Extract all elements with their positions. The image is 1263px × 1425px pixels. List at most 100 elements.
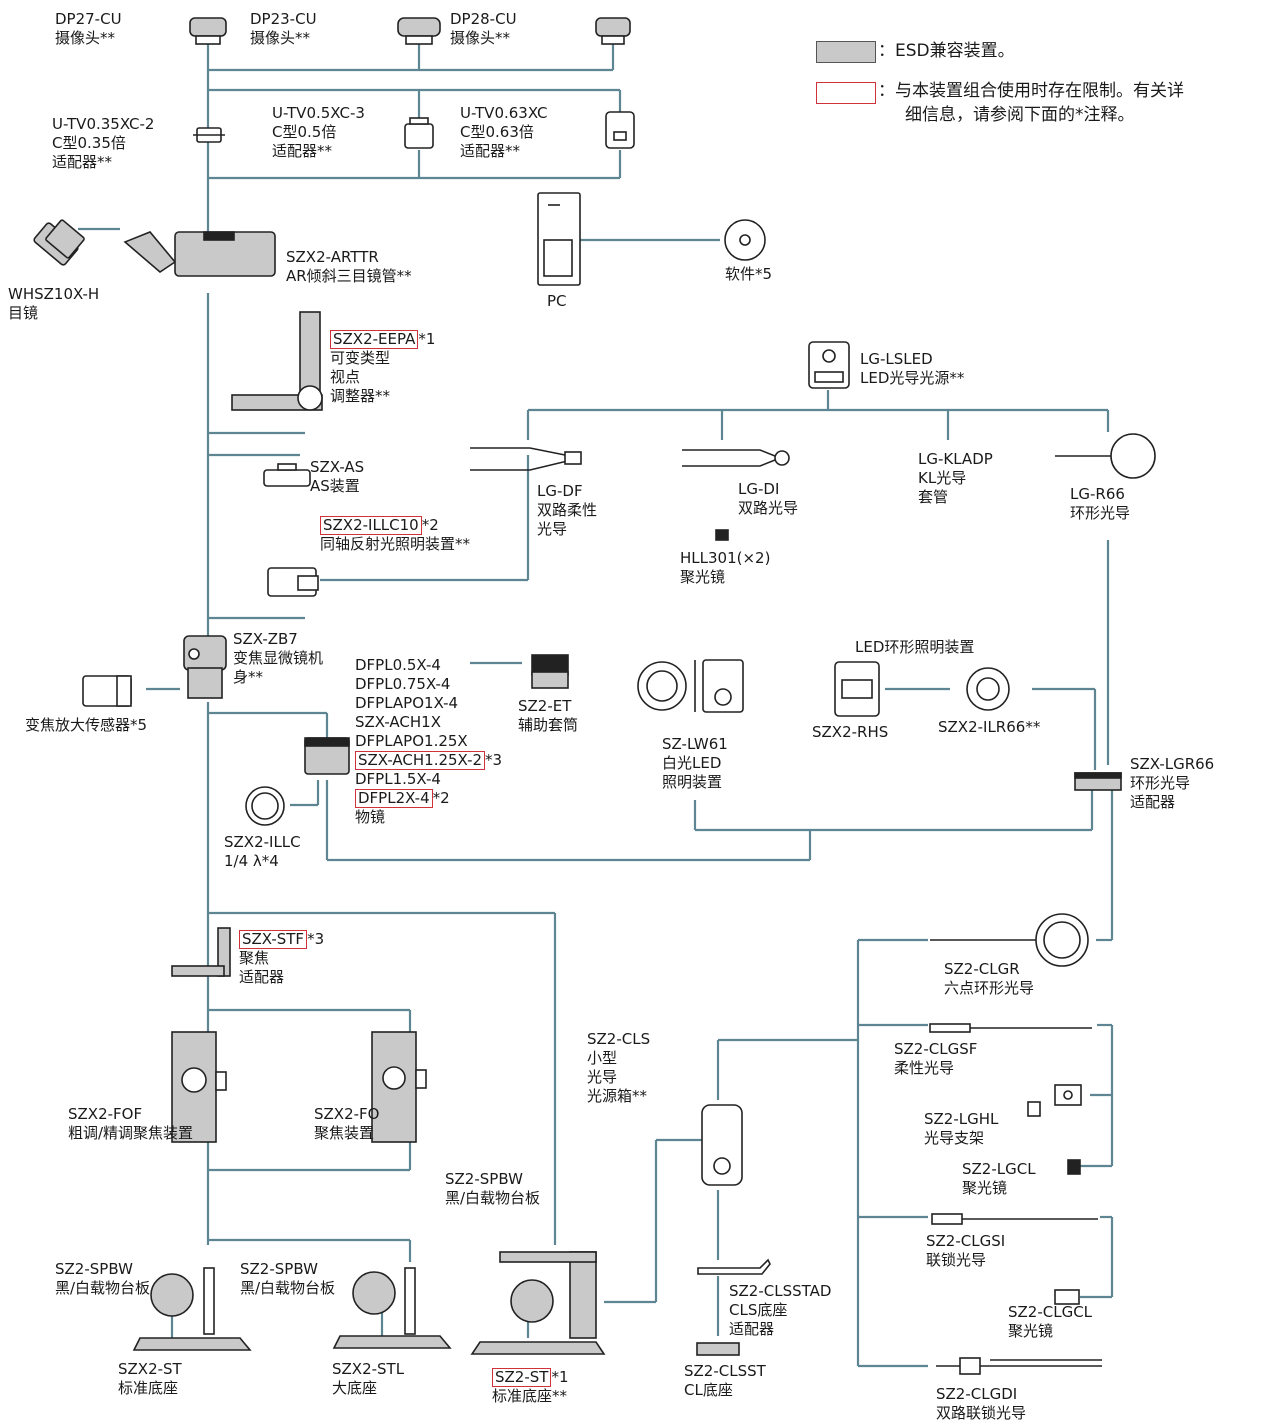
- clgdi-code: SZ2-CLGDI: [936, 1385, 1018, 1403]
- coaxial-illuminator-icon: [267, 567, 319, 597]
- camera-dp23-code: DP23-CU: [250, 10, 317, 28]
- lgcl-desc: 聚光镜: [962, 1179, 1008, 1197]
- stand-st-icon: [132, 1267, 252, 1351]
- objective-item-3: DFPLAPO1X-4: [355, 694, 459, 712]
- led-ring-title: LED环形照明装置: [855, 638, 975, 656]
- st-left-desc: 标准底座: [118, 1379, 179, 1397]
- eepa-line-3: 调整器**: [330, 387, 391, 405]
- cls-desc-1: 小型: [587, 1049, 618, 1067]
- adapter-063-icon: [605, 111, 635, 149]
- cls-code: SZ2-CLS: [587, 1030, 651, 1048]
- lw61-desc-1: 白光LED: [662, 754, 722, 772]
- eyepiece-code: WHSZ10X-H: [8, 285, 100, 303]
- stf-adapter-icon: [171, 927, 231, 977]
- stand-stl-icon: [332, 1267, 452, 1349]
- clgdi-guide-icon: [936, 1357, 1102, 1375]
- lgdf-code: LG-DF: [537, 482, 583, 500]
- lgdi-desc: 双路光导: [738, 499, 799, 517]
- objective-item-2: DFPL0.75X-4: [355, 675, 451, 693]
- illc10-note: *2: [421, 516, 439, 534]
- lgdf-desc-2: 光导: [537, 520, 568, 538]
- objective-caption: 物镜: [355, 808, 386, 826]
- et-desc: 辅助套筒: [518, 716, 579, 734]
- hll-label: HLL301(×2)聚光镜: [680, 549, 770, 587]
- kladp-desc-2: 套管: [918, 488, 949, 506]
- stl-desc: 大底座: [332, 1379, 378, 1397]
- illc-lambda-code: SZX2-ILLC: [224, 833, 301, 851]
- st-left-code: SZX2-ST: [118, 1360, 182, 1378]
- clsstad-desc-1: CLS底座: [729, 1301, 788, 1319]
- stf-line-1: 聚焦: [239, 949, 270, 967]
- illc-lambda-desc: 1/4 λ*4: [224, 852, 279, 870]
- adapter-05-icon: [404, 117, 434, 149]
- legend-limit-text-1: ：与本装置组合使用时存在限制。有关详: [878, 81, 1184, 101]
- stf-line-2: 适配器: [239, 968, 285, 986]
- pc-label: PC: [547, 292, 567, 310]
- software-disc-icon: [724, 219, 766, 261]
- spbw-left-desc: 黑/白载物台板: [55, 1279, 151, 1297]
- objective-list: DFPL0.5X-4 DFPL0.75X-4 DFPLAPO1X-4 SZX-A…: [355, 656, 502, 827]
- lsled-desc: LED光导光源**: [860, 369, 965, 387]
- spbw-left-code: SZ2-SPBW: [55, 1260, 133, 1278]
- clgsf-desc: 柔性光导: [894, 1059, 955, 1077]
- clgr-ring-icon: [930, 913, 1089, 967]
- st-main-code: SZ2-ST: [492, 1368, 552, 1387]
- tube-code: SZX2-ARTTR: [286, 248, 379, 266]
- et-code: SZ2-ET: [518, 697, 572, 715]
- lgdf-guide-icon: [470, 447, 582, 471]
- camera-dp23-icon: [189, 17, 227, 45]
- zoom-sensor-icon: [82, 675, 132, 707]
- clgsi-guide-icon: [931, 1213, 1098, 1225]
- r66-code: LG-R66: [1070, 485, 1125, 503]
- ilr66-ring-icon: [966, 667, 1010, 711]
- lgdi-guide-icon: [682, 449, 790, 467]
- camera-dp28-desc: 摄像头**: [450, 29, 511, 47]
- stf-note: *3: [307, 930, 325, 948]
- clgsf-code: SZ2-CLGSF: [894, 1040, 978, 1058]
- zoom-body-code: SZX-ZB7: [233, 630, 298, 648]
- lgcl-condenser-icon: [1067, 1159, 1081, 1175]
- lw61-code: SZ-LW61: [662, 735, 728, 753]
- adapter-035-desc: 适配器**: [52, 153, 113, 171]
- clsst-code: SZ2-CLSST: [684, 1362, 766, 1380]
- cls-desc-3: 光源箱**: [587, 1087, 648, 1105]
- adapter-05-type: C型0.5倍: [272, 123, 337, 141]
- kladp-code: LG-KLADP: [918, 450, 993, 468]
- eyepiece-desc: 目镜: [8, 304, 39, 322]
- clgsi-desc: 联锁光导: [926, 1251, 987, 1269]
- lgr66-desc-2: 适配器: [1130, 793, 1176, 811]
- clsst-icon: [696, 1342, 740, 1356]
- camera-dp28-code: DP28-CU: [450, 10, 517, 28]
- clgsf-guide-icon: [929, 1023, 1092, 1033]
- objective-dfpl2-note: *2: [432, 789, 450, 807]
- clgr-code: SZ2-CLGR: [944, 960, 1020, 978]
- hll-condenser-icon: [715, 529, 729, 541]
- hll-desc: 聚光镜: [680, 568, 726, 586]
- kladp-desc-1: KL光导: [918, 469, 967, 487]
- zoom-body-desc-1: 变焦显微镜机: [233, 649, 324, 667]
- clsstad-desc-2: 适配器: [729, 1320, 775, 1338]
- objective-ach125-code: SZX-ACH1.25X-2: [355, 751, 486, 770]
- eepa-line-2: 视点: [330, 368, 361, 386]
- software-label: 软件*5: [725, 265, 773, 283]
- lghl-code: SZ2-LGHL: [924, 1110, 999, 1128]
- clsstad-icon: [697, 1258, 771, 1275]
- stage-plate-mid-icon: [352, 1271, 396, 1315]
- lghl-holder-icon: [1027, 1084, 1082, 1117]
- clgsi-code: SZ2-CLGSI: [926, 1232, 1006, 1250]
- st-main-note: *1: [551, 1368, 569, 1386]
- cls-desc-2: 光导: [587, 1068, 618, 1086]
- adapter-05-code: U-TV0.5XC-3: [272, 104, 365, 122]
- lw61-led-icon: [637, 659, 744, 713]
